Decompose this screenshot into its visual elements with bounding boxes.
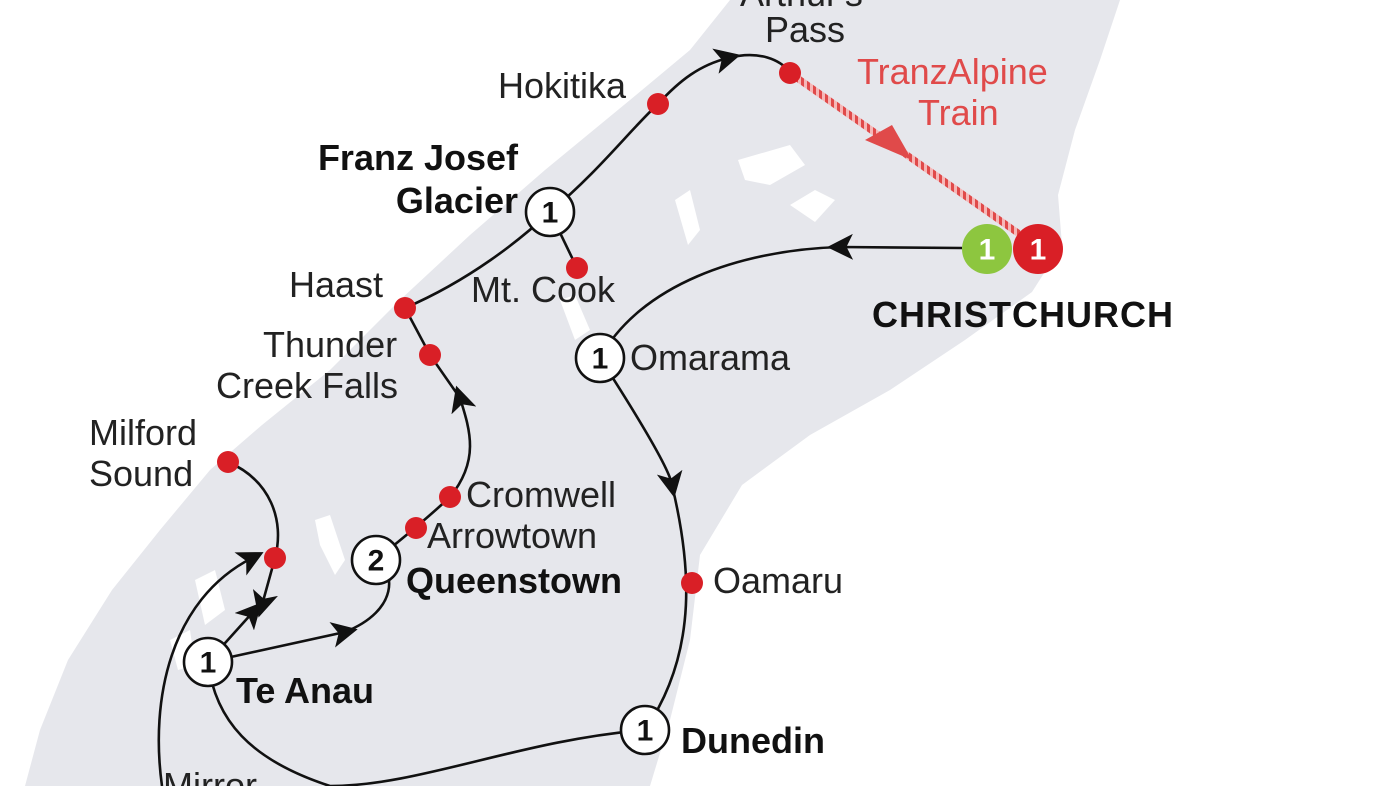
label-tranzalpine: TranzAlpine: [857, 51, 1048, 92]
svg-text:1: 1: [592, 343, 609, 376]
route-cromwell-thunder: [448, 385, 477, 498]
label-oamaru: Oamaru: [713, 560, 843, 601]
stop-cromwell: [439, 486, 461, 508]
label-thunder: Thunder: [263, 324, 397, 365]
stop-milford-sound: [217, 451, 239, 473]
badge-te-anau: 1: [182, 636, 234, 688]
label-arthurs-pass: Pass: [765, 9, 845, 50]
lake-coleridge: [790, 190, 835, 222]
stop-markers: [217, 62, 801, 594]
label-cromwell: Cromwell: [466, 474, 616, 515]
stop-oamaru: [681, 572, 703, 594]
label-mt-cook: Mt. Cook: [471, 269, 616, 310]
route-christchurch-omarama: [598, 233, 963, 359]
label-creek-falls: Creek Falls: [216, 365, 398, 406]
route-dunedin-teanau: [206, 661, 646, 786]
route-omarama-dunedin: [598, 357, 688, 731]
lake-sumner: [738, 145, 805, 185]
label-queenstown: Queenstown: [406, 560, 622, 601]
lake-wakatipu: [315, 515, 345, 575]
lake-tekapo: [675, 190, 700, 245]
badge-christchurch-end: 1: [1013, 224, 1063, 274]
svg-text:1: 1: [979, 234, 996, 267]
stop-mt-cook: [566, 257, 588, 279]
label-train: Train: [918, 92, 999, 133]
svg-text:1: 1: [637, 715, 654, 748]
stop-thunder-creek-falls: [419, 344, 441, 366]
label-te-anau: Te Anau: [236, 670, 374, 711]
label-mirror: Mirror: [163, 765, 257, 786]
route-mirror-lakes: [157, 552, 264, 786]
stop-haast: [394, 297, 416, 319]
badge-queenstown: 2: [350, 534, 402, 586]
south-island-land: [25, 0, 1120, 786]
lakes: [170, 145, 835, 670]
svg-text:2: 2: [368, 545, 385, 578]
tranzalpine-train-line: [787, 70, 1038, 248]
label-milford: Milford: [89, 412, 197, 453]
badge-dunedin: 1: [619, 704, 671, 756]
label-arthurs-pass-top: Arthur's: [740, 0, 863, 14]
label-dunedin: Dunedin: [681, 720, 825, 761]
label-franz-josef: Franz Josef: [318, 137, 519, 178]
label-arrowtown: Arrowtown: [427, 515, 597, 556]
label-sound: Sound: [89, 453, 193, 494]
svg-text:1: 1: [200, 647, 217, 680]
badge-omarama: 1: [574, 332, 626, 384]
label-haast: Haast: [289, 264, 383, 305]
label-glacier: Glacier: [396, 180, 518, 221]
train-direction-arrow: [865, 125, 912, 160]
badge-christchurch-start: 1: [962, 224, 1012, 274]
lake-pukaki: [560, 295, 590, 340]
svg-text:1: 1: [1030, 234, 1047, 267]
stop-arrowtown: [405, 517, 427, 539]
badge-franz-josef: 1: [524, 186, 576, 238]
stop-milford-road: [264, 547, 286, 569]
label-omarama: Omarama: [630, 337, 791, 378]
label-christchurch: CHRISTCHURCH: [872, 294, 1174, 335]
lake-te-anau: [195, 570, 225, 625]
label-hokitika: Hokitika: [498, 65, 627, 106]
svg-text:1: 1: [542, 197, 559, 230]
stop-hokitika: [647, 93, 669, 115]
stop-arthurs-pass: [779, 62, 801, 84]
